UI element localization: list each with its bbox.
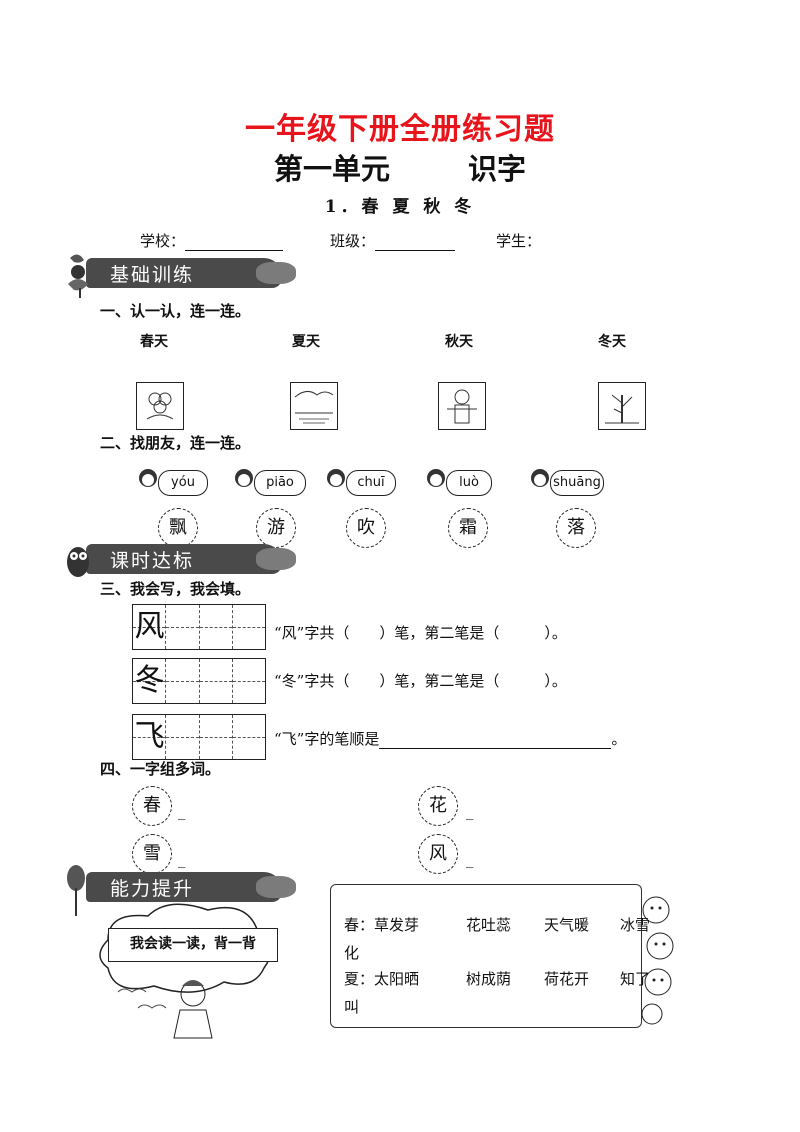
unit-title: 第一单元 识字 bbox=[0, 146, 800, 188]
writing-grid-feng[interactable]: 风 bbox=[132, 604, 266, 650]
spring-picture[interactable] bbox=[136, 382, 184, 430]
banner-background bbox=[86, 544, 296, 574]
unit-name: 第一单元 bbox=[273, 152, 390, 186]
lesson-title: 1．春 夏 秋 冬 bbox=[324, 197, 476, 217]
poem-frame bbox=[330, 884, 642, 1028]
banner-label: 基础训练 bbox=[110, 264, 195, 286]
q2-heading: 二、找朋友，连一连。 bbox=[100, 434, 251, 452]
poem-prefix: 夏： bbox=[344, 970, 375, 988]
char-you[interactable]: 游 bbox=[256, 508, 296, 548]
owl-icon bbox=[67, 547, 89, 577]
girl-icon bbox=[531, 469, 549, 487]
poem-line-spring: 春：草发芽 花吐蕊 天气暖 冰雪 bbox=[344, 914, 650, 935]
child-figure-icon bbox=[173, 980, 213, 1039]
girl-icon bbox=[427, 469, 445, 487]
char-chui[interactable]: 吹 bbox=[346, 508, 386, 548]
poem-word: 荷花开 bbox=[544, 970, 590, 988]
compound-blank-xue[interactable]: _ bbox=[178, 850, 186, 868]
banner-label: 能力提升 bbox=[110, 878, 195, 900]
compound-blank-feng[interactable]: _ bbox=[466, 850, 474, 868]
girl-icon bbox=[327, 469, 345, 487]
student-field[interactable]: 学生： bbox=[496, 230, 541, 251]
fei-stroke-blank[interactable] bbox=[379, 730, 612, 749]
feng-stroke-question[interactable]: “风”字共（ ）笔，第二笔是（ ）。 bbox=[274, 624, 567, 642]
pond-icon bbox=[294, 391, 334, 424]
bird-icon bbox=[68, 254, 88, 298]
poem-line-spring-cont: 化 bbox=[344, 944, 360, 962]
school-field[interactable]: 学校： bbox=[140, 230, 284, 251]
autumn-picture[interactable] bbox=[438, 382, 486, 430]
banner-label: 课时达标 bbox=[110, 550, 195, 572]
pinyin-luo[interactable]: luò bbox=[446, 470, 492, 496]
season-spring-label: 春天 bbox=[140, 334, 168, 350]
fei-stroke-end: 。 bbox=[611, 730, 627, 748]
banner-lesson: 课时达标 bbox=[62, 540, 296, 578]
pinyin-chui[interactable]: chuī bbox=[346, 470, 396, 496]
char-piao[interactable]: 飘 bbox=[158, 508, 198, 548]
poem-prefix: 春： bbox=[344, 916, 375, 934]
class-field[interactable]: 班级： bbox=[330, 230, 456, 251]
summer-picture[interactable] bbox=[290, 382, 338, 430]
poem-word: 太阳晒 bbox=[374, 970, 420, 988]
pinyin-you[interactable]: yóu bbox=[158, 470, 208, 496]
bare-tree-icon bbox=[605, 394, 639, 424]
char-luo[interactable]: 落 bbox=[556, 508, 596, 548]
poem-word: 草发芽 bbox=[374, 916, 420, 934]
compound-char-hua: 花 bbox=[418, 786, 458, 826]
poem-word: 树成荫 bbox=[466, 970, 512, 988]
poem-word: 知了 bbox=[620, 970, 651, 988]
compound-blank-hua[interactable]: _ bbox=[466, 802, 474, 820]
writing-grid-fei[interactable]: 飞 bbox=[132, 714, 266, 760]
girl-icon bbox=[235, 469, 253, 487]
q1-heading: 一、认一认，连一连。 bbox=[100, 302, 251, 320]
season-winter-label: 冬天 bbox=[598, 334, 626, 350]
writing-grid-dong[interactable]: 冬 bbox=[132, 658, 266, 704]
compound-char-chun: 春 bbox=[132, 786, 172, 826]
poem-line-summer: 夏：太阳晒 树成荫 荷花开 知了 bbox=[344, 968, 650, 989]
banner-background bbox=[86, 258, 296, 288]
class-blank[interactable] bbox=[375, 232, 456, 251]
char-shuang[interactable]: 霜 bbox=[448, 508, 488, 548]
winter-picture[interactable] bbox=[598, 382, 646, 430]
fei-stroke-question[interactable]: “飞”字的笔顺是 。 bbox=[274, 728, 626, 749]
compound-blank-chun[interactable]: _ bbox=[178, 802, 186, 820]
school-blank[interactable] bbox=[185, 232, 284, 251]
student-label: 学生： bbox=[496, 232, 542, 250]
children-faces-icon bbox=[641, 896, 674, 1025]
grid-char-dong: 冬 bbox=[134, 663, 165, 698]
flower-icon bbox=[146, 392, 174, 420]
grid-char-fei: 飞 bbox=[134, 719, 165, 754]
season-summer-label: 夏天 bbox=[292, 334, 320, 350]
banner-basic: 基础训练 bbox=[62, 254, 296, 298]
cloud-decoration-icon bbox=[99, 903, 272, 1009]
fei-stroke-label: “飞”字的笔顺是 bbox=[274, 730, 380, 748]
dong-stroke-question[interactable]: “冬”字共（ ）笔，第二笔是（ ）。 bbox=[274, 672, 567, 690]
unit-topic: 识字 bbox=[468, 152, 527, 186]
season-autumn-label: 秋天 bbox=[445, 334, 473, 350]
poem-word: 花吐蕊 bbox=[466, 916, 512, 934]
q4-heading: 四、一字组多词。 bbox=[100, 760, 221, 778]
page-title: 一年级下册全册练习题 bbox=[245, 112, 555, 147]
scarecrow-icon bbox=[447, 389, 477, 424]
grid-char-feng: 风 bbox=[134, 609, 165, 644]
banner-ability: 能力提升 bbox=[62, 865, 296, 916]
class-label: 班级： bbox=[330, 232, 376, 250]
poem-word: 天气暖 bbox=[544, 916, 590, 934]
girl-icon bbox=[139, 469, 157, 487]
reading-label: 我会读一读，背一背 bbox=[108, 928, 278, 962]
compound-char-feng: 风 bbox=[418, 834, 458, 874]
poem-word: 冰雪 bbox=[620, 916, 651, 934]
pinyin-shuang[interactable]: shuāng bbox=[550, 470, 604, 496]
pinyin-piao[interactable]: piāo bbox=[254, 470, 306, 496]
poem-line-summer-cont: 叫 bbox=[344, 998, 360, 1016]
q3-heading: 三、我会写，我会填。 bbox=[100, 580, 251, 598]
school-label: 学校： bbox=[140, 232, 186, 250]
banner-background bbox=[86, 872, 296, 902]
tree-icon bbox=[67, 865, 85, 916]
